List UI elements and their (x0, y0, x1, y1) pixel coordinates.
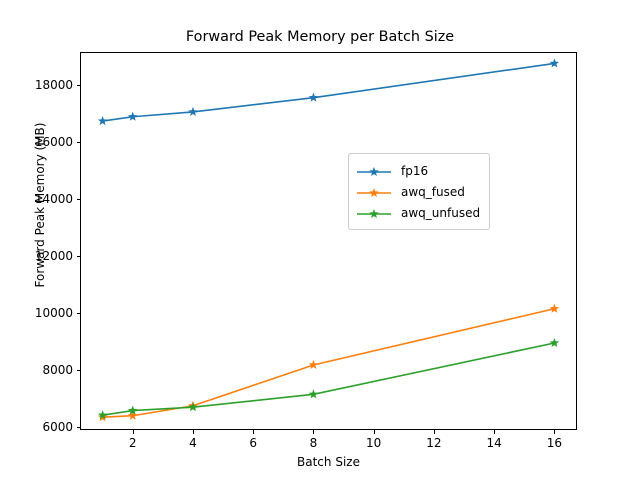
y-tick-mark (76, 198, 80, 200)
data-point-marker (549, 303, 560, 313)
y-tick-mark (76, 313, 80, 315)
y-tick-label: 12000 (34, 248, 73, 263)
plot-frame (80, 52, 577, 430)
x-tick-mark (554, 430, 556, 434)
y-tick-label: 10000 (34, 306, 73, 321)
y-tick-mark (76, 255, 80, 257)
legend-label: awq_fused (401, 184, 465, 199)
x-tick-label: 12 (426, 436, 442, 450)
legend-label: awq_unfused (401, 205, 481, 220)
x-axis-label: Batch Size (297, 455, 360, 469)
x-tick-label: 6 (249, 436, 258, 450)
x-tick-label: 2 (128, 436, 137, 450)
legend-swatch-icon (356, 185, 392, 199)
chart-legend: fp16 awq_fused awq_unfused (348, 153, 491, 230)
legend-item-awq_fused[interactable]: awq_fused (356, 181, 480, 202)
data-point-marker (549, 58, 560, 68)
x-tick-label: 8 (309, 436, 318, 450)
x-tick-label: 10 (366, 436, 382, 450)
plot-area: 6000 8000 10000 12000 14000 16000 18000 2 4 6 8 10… (35, 52, 577, 450)
legend-item-awq_unfused[interactable]: awq_unfused (356, 202, 480, 223)
data-point-marker (308, 389, 319, 399)
x-tick-mark (494, 430, 496, 434)
series-fp16 (97, 58, 560, 126)
chart-title: Forward Peak Memory per Batch Size (185, 29, 455, 45)
x-tick-label: 14 (486, 436, 502, 450)
y-tick-mark (76, 370, 80, 372)
data-point-marker (308, 359, 319, 369)
y-tick-label: 18000 (34, 77, 73, 92)
legend-swatch-icon (356, 164, 392, 178)
data-point-marker (549, 337, 560, 348)
series-line (102, 307, 555, 418)
y-tick-label: 16000 (34, 134, 73, 149)
x-tick-mark (373, 430, 375, 434)
data-point-marker (127, 410, 138, 420)
data-point-marker (308, 92, 319, 102)
y-tick-mark (76, 84, 80, 86)
data-point-marker (127, 111, 138, 121)
legend-swatch-icon (356, 206, 392, 220)
x-tick-mark (192, 430, 194, 434)
legend-label: fp16 (401, 163, 429, 178)
legend-item-fp16[interactable]: fp16 (356, 160, 480, 181)
y-tick-label: 6000 (42, 420, 73, 435)
data-point-marker (97, 116, 108, 126)
series-awq_fused (97, 303, 560, 422)
x-tick-label: 4 (189, 436, 197, 450)
y-tick-label: 14000 (34, 191, 73, 206)
x-tick-mark (253, 430, 255, 434)
y-tick-label: 8000 (42, 363, 73, 378)
y-tick-mark (76, 427, 80, 429)
x-tick-mark (433, 430, 435, 434)
y-tick-mark (76, 141, 80, 143)
series-awq_unfused (97, 337, 560, 420)
data-point-marker (188, 402, 198, 412)
data-point-marker (188, 106, 198, 116)
x-tick-mark (313, 430, 315, 434)
data-point-marker (97, 410, 108, 420)
x-tick-mark (132, 430, 134, 434)
series-line (102, 62, 555, 122)
x-tick-label: 16 (546, 436, 563, 450)
series-line (102, 342, 555, 416)
data-point-marker (127, 405, 138, 415)
series-container (97, 58, 560, 422)
